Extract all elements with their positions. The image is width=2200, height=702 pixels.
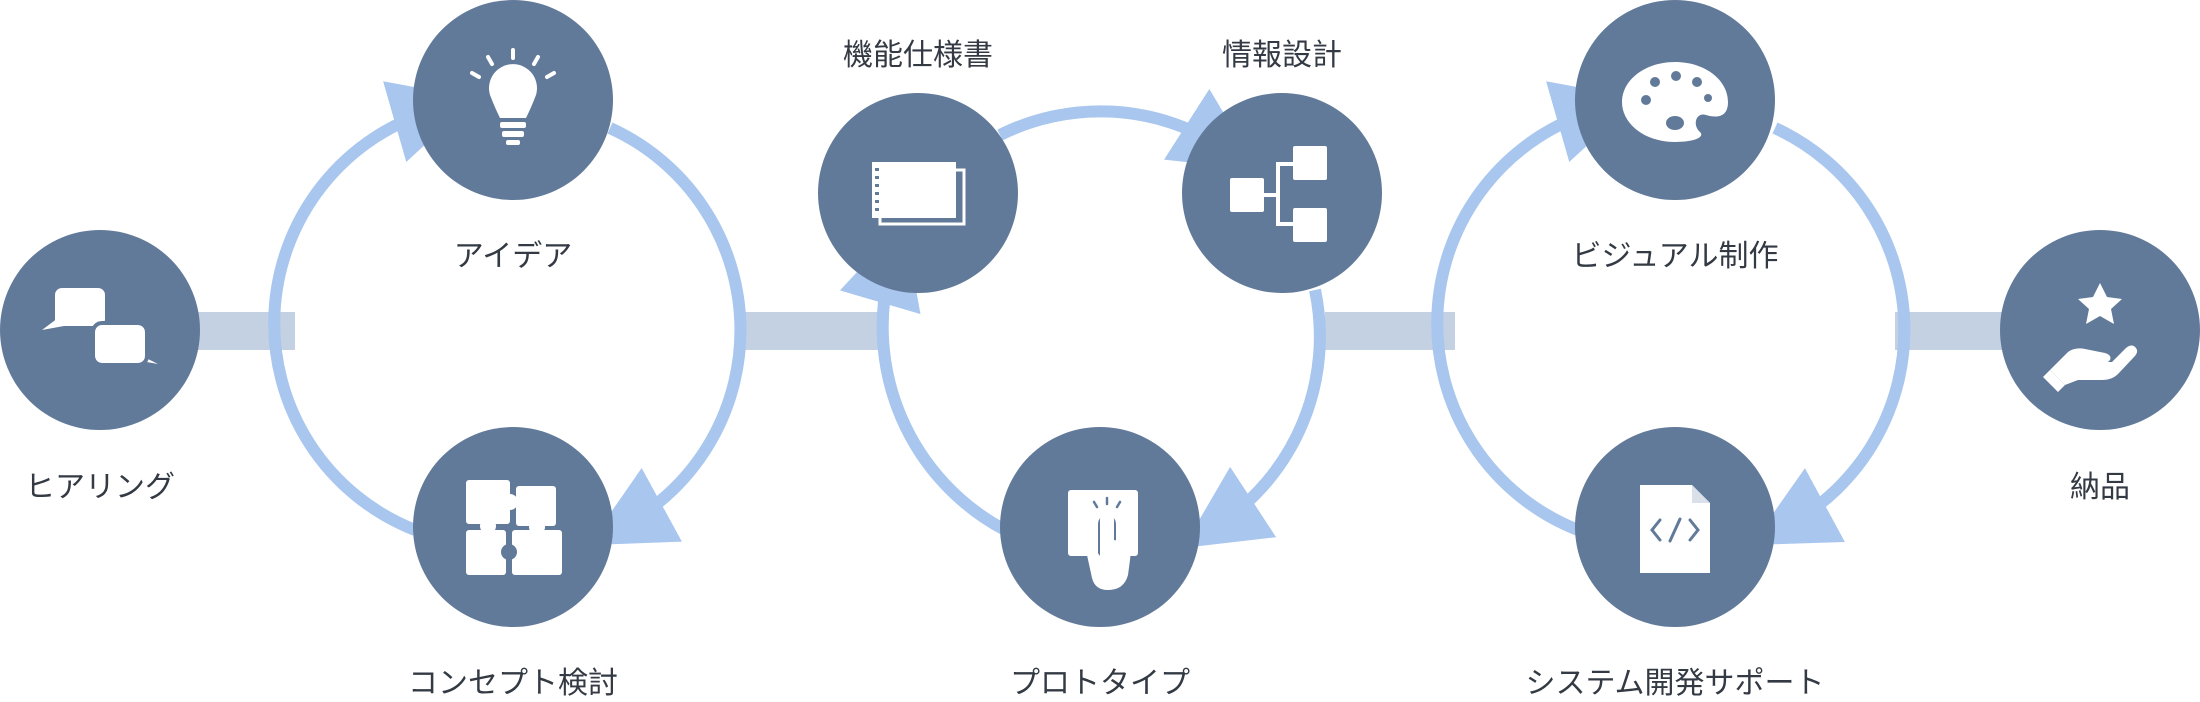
loop-2-arc-left (839, 221, 1008, 536)
step-node-dev (1575, 427, 1775, 627)
step-label-visual: ビジュアル制作 (1571, 239, 1779, 274)
document-stack-icon (872, 162, 966, 226)
loop-1-arc-left (268, 81, 476, 536)
connector-bars (195, 312, 2005, 350)
step-label-prototype: プロトタイプ (1010, 666, 1190, 701)
step-label-delivery: 納品 (2070, 470, 2130, 505)
step-node-spec (818, 93, 1018, 293)
loop-1-arc-right (588, 122, 747, 546)
step-label-idea: アイデア (453, 239, 573, 274)
step-node-concept (413, 427, 613, 627)
loop-3-arc-left (1431, 81, 1639, 536)
palette-icon (1622, 62, 1728, 142)
hand-star-icon (2043, 283, 2138, 392)
sitemap-icon (1230, 146, 1327, 242)
step-node-hearing (0, 230, 200, 430)
step-node-visual (1575, 0, 1775, 200)
step-label-dev: システム開発サポート (1525, 666, 1825, 701)
step-label-concept: コンセプト検討 (408, 666, 618, 701)
loop-2-arc-right (1182, 288, 1326, 549)
touch-icon (1068, 490, 1138, 590)
loop-3-arc-right (1751, 122, 1911, 546)
code-file-icon (1640, 485, 1710, 573)
step-node-ia (1182, 93, 1382, 293)
puzzle-icon (466, 480, 562, 575)
cycle-arcs (268, 81, 1911, 549)
loop-2-arc-top (997, 88, 1258, 170)
connector-bar-4 (1895, 312, 2005, 350)
chat-bubbles-icon (42, 288, 158, 367)
step-node-delivery (2000, 230, 2200, 430)
connector-bar-2 (735, 312, 880, 350)
step-label-spec: 機能仕様書 (843, 38, 993, 73)
lightbulb-icon (470, 48, 556, 145)
step-label-hearing: ヒアリング (25, 470, 175, 505)
step-label-ia: 情報設計 (1222, 38, 1342, 73)
step-node-idea (413, 0, 613, 200)
step-node-prototype (1000, 427, 1200, 627)
